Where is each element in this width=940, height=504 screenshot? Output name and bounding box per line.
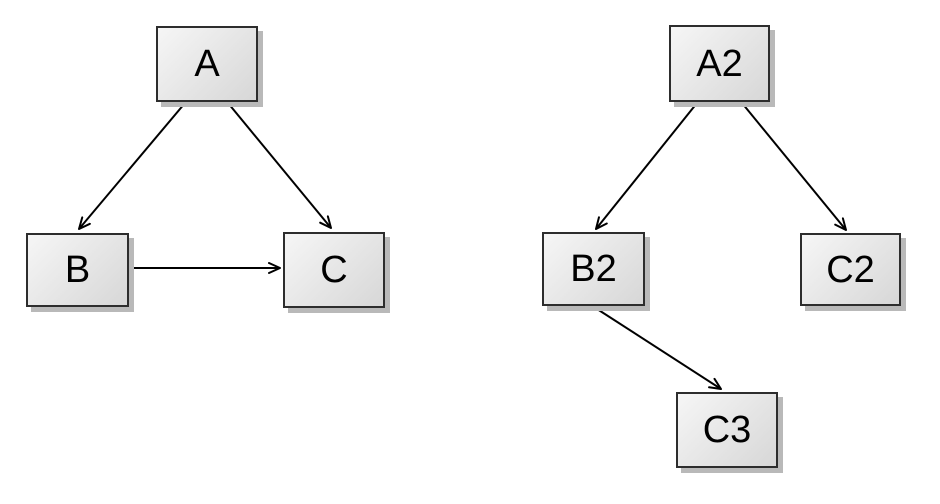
- node-C3: C3: [676, 392, 778, 468]
- node-A2: A2: [669, 25, 770, 102]
- node-label-B: B: [64, 249, 91, 291]
- node-label-B2: B2: [570, 248, 617, 290]
- node-A: A: [156, 26, 258, 102]
- node-label-C: C: [320, 249, 348, 291]
- edge-A2-C2: [741, 102, 847, 231]
- node-C: C: [283, 232, 385, 308]
- node-label-A2: A2: [696, 42, 743, 85]
- edge-A2-B2: [595, 102, 698, 230]
- node-label-C2: C2: [826, 248, 875, 291]
- node-B2: B2: [542, 232, 645, 306]
- node-label-C3: C3: [702, 409, 752, 451]
- edge-B2-C3: [593, 306, 722, 390]
- node-C2: C2: [800, 233, 901, 306]
- edge-A-C: [227, 102, 332, 229]
- edge-A-B: [78, 102, 186, 230]
- node-B: B: [26, 233, 129, 307]
- node-label-A: A: [194, 43, 220, 85]
